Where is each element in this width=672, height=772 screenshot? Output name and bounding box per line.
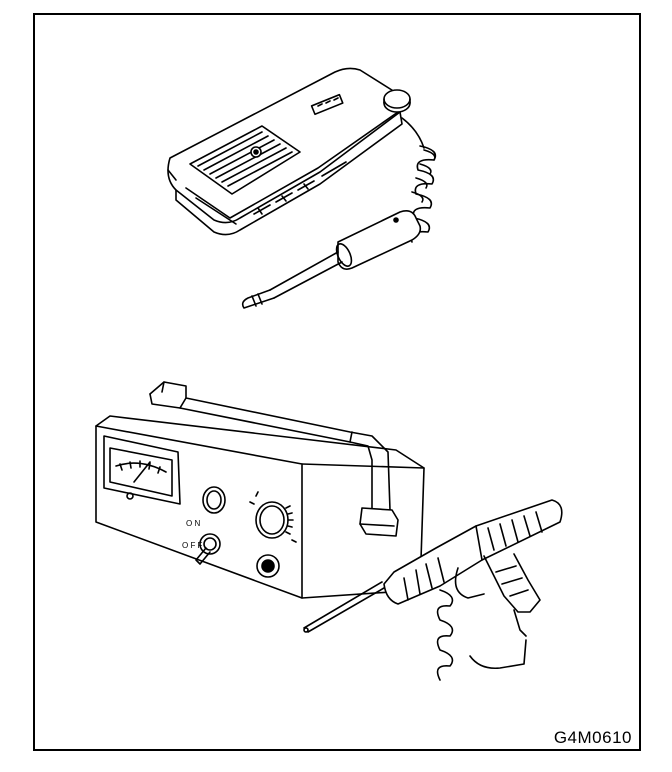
figure-frame: [33, 13, 641, 751]
probe-icon: [241, 210, 422, 309]
connector-jack-icon: [256, 554, 280, 578]
knob-icon: [202, 486, 297, 543]
switch-icon: O N O F F: [182, 519, 221, 565]
svg-text:O F F: O F F: [182, 541, 203, 550]
probe-gun-icon: [303, 499, 563, 681]
detector-body-icon: [167, 67, 411, 236]
handheld-leak-detector: [167, 67, 437, 309]
figure-code: G4M0610: [553, 728, 632, 747]
sensor-grille-icon: [189, 125, 301, 195]
bench-leak-tester: O N O F F: [95, 381, 563, 681]
coiled-cord-icon: [401, 117, 437, 243]
svg-text:O N: O N: [186, 519, 200, 528]
meter-gauge-icon: [103, 435, 181, 505]
